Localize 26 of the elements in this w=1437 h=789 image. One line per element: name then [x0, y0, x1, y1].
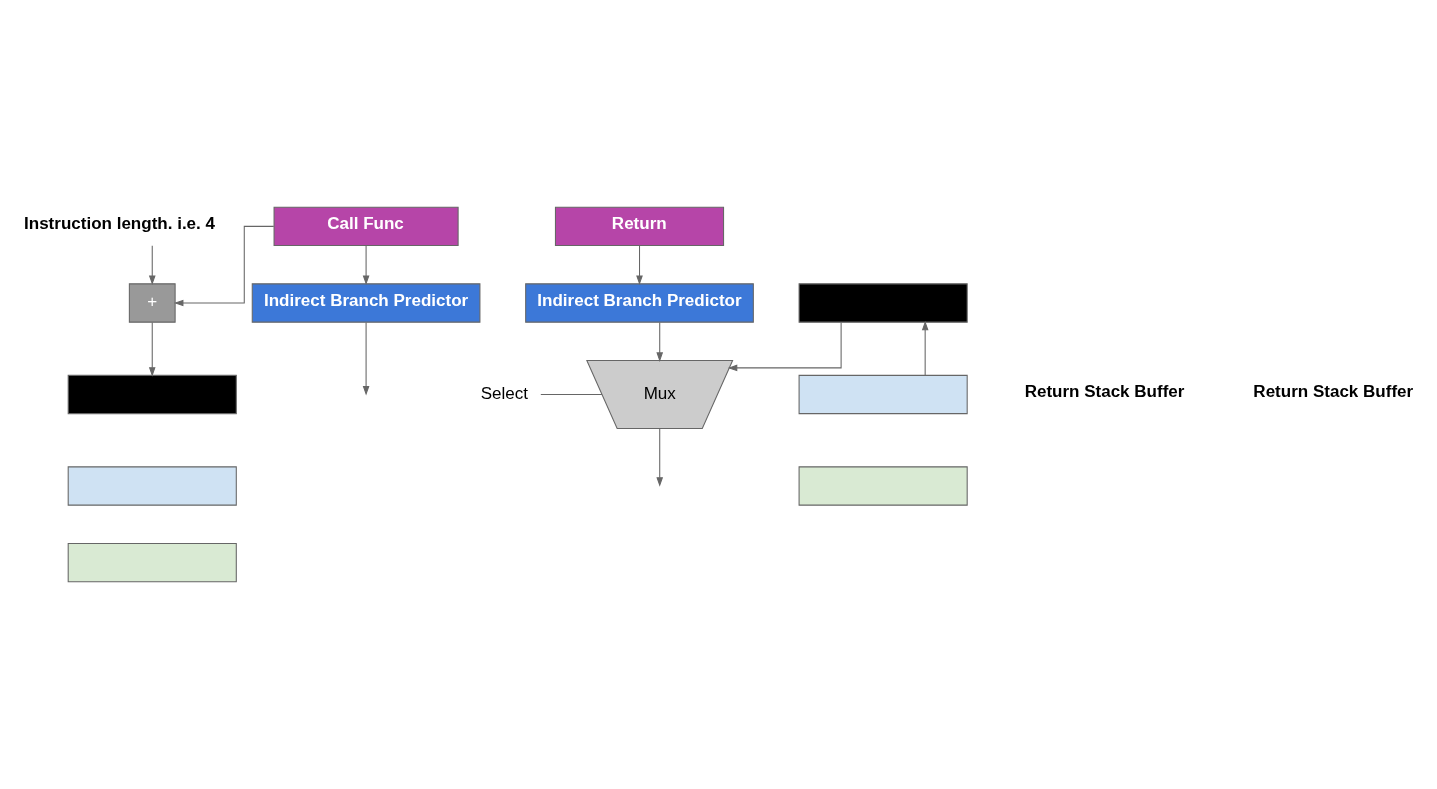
arrow [362, 245, 370, 286]
node-box: Indirect Branch Predictor [525, 283, 754, 323]
label: Return Stack Buffer [1024, 382, 1185, 402]
node-box [798, 466, 968, 506]
node-box [798, 283, 968, 323]
arrow [921, 320, 929, 376]
node-box: Return [554, 206, 725, 247]
arrow [148, 321, 156, 377]
connector [540, 393, 603, 396]
arrow [173, 225, 275, 307]
node-box [67, 374, 237, 415]
arrow [636, 245, 643, 286]
arrow [148, 245, 156, 286]
arrow [656, 428, 664, 487]
arrow [656, 321, 664, 362]
node-text: Instruction length. i.e. 4 [24, 214, 216, 234]
node-box: Call Func [273, 206, 459, 247]
node-text: Select [480, 383, 529, 403]
label: Return Stack Buffer [1253, 382, 1414, 402]
node-box [67, 542, 237, 583]
node-box: Indirect Branch Predictor [251, 283, 481, 323]
arrow [727, 321, 842, 372]
arrow [362, 321, 370, 396]
node-box: + [128, 283, 176, 323]
node-box [798, 374, 968, 415]
node-box [67, 466, 237, 506]
